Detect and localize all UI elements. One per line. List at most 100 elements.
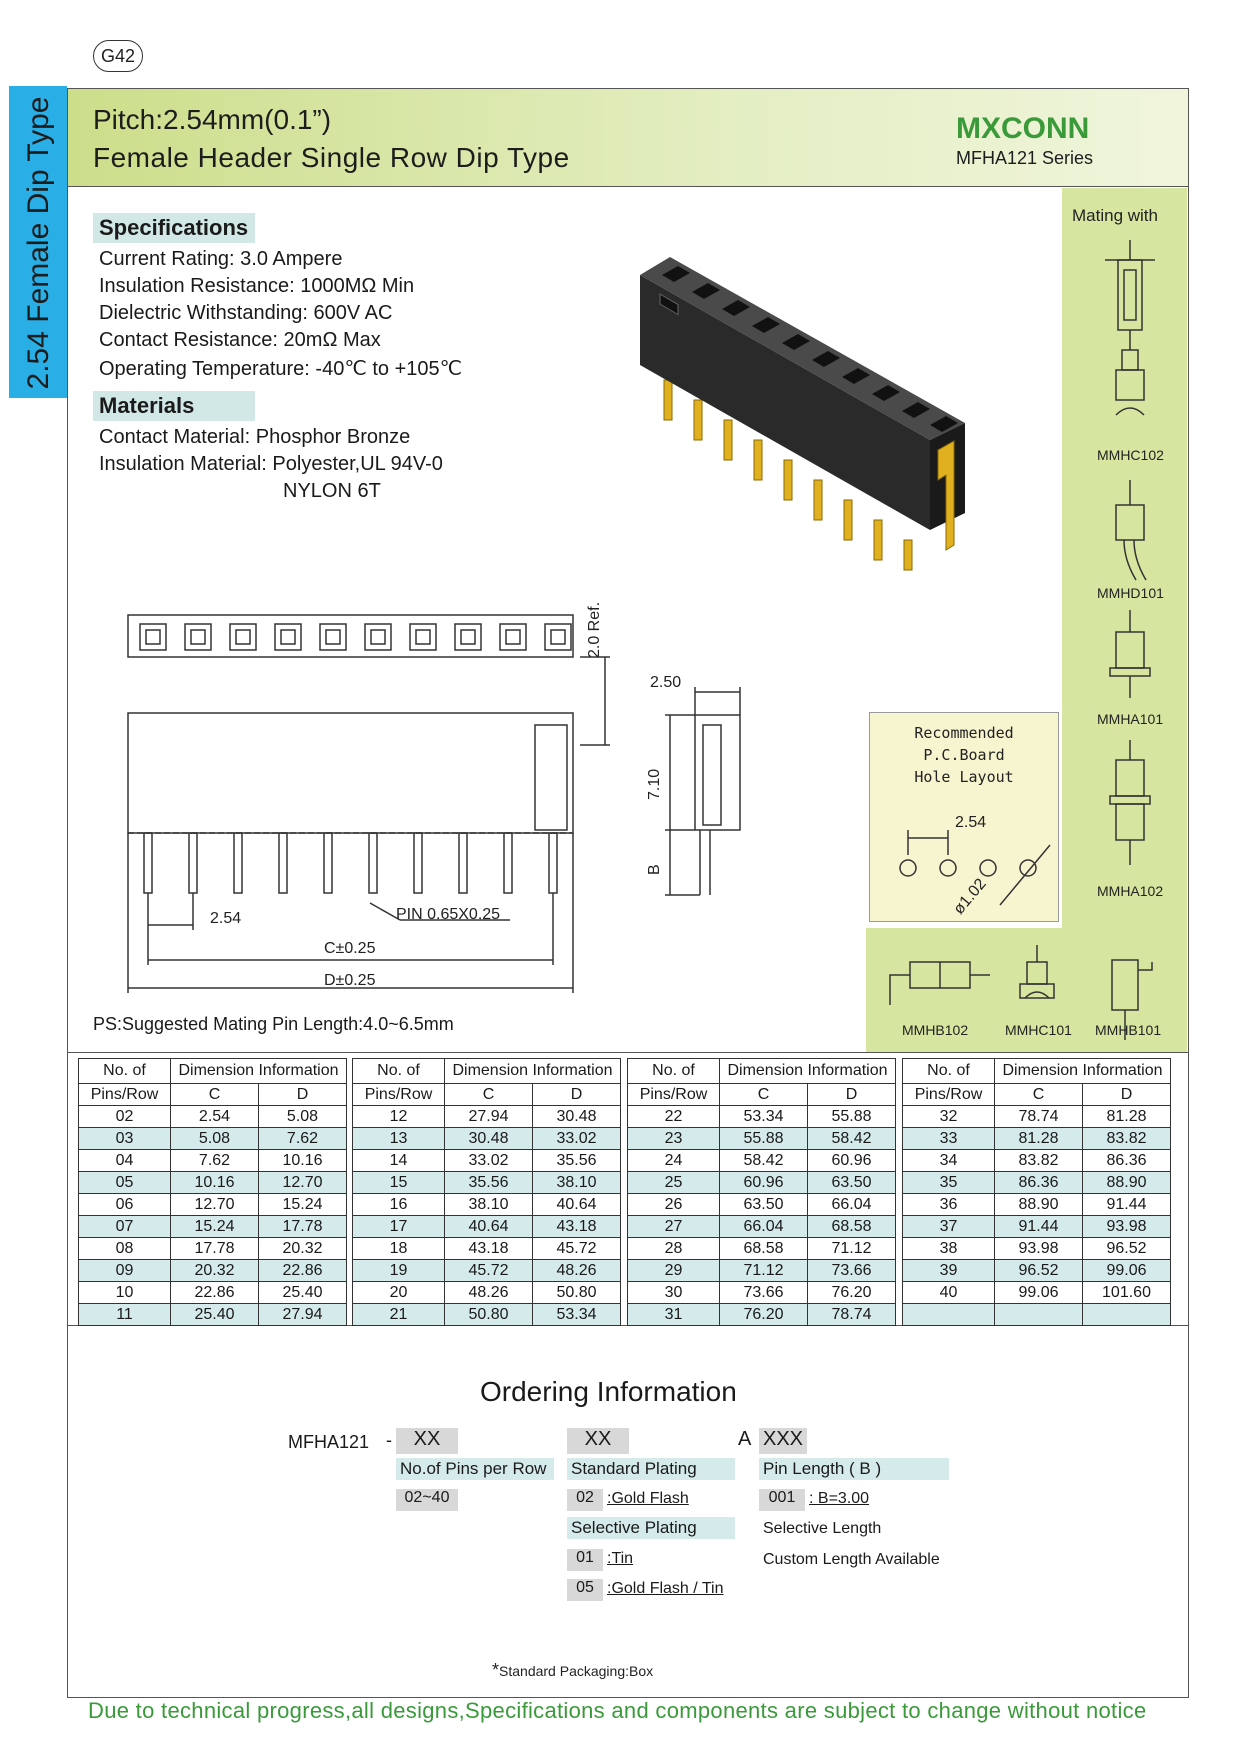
- col-header-c: C: [170, 1083, 259, 1106]
- table-cell: 08: [78, 1237, 171, 1260]
- table-cell: 17: [352, 1215, 445, 1238]
- material-line: Contact Material: Phosphor Bronze: [99, 426, 411, 448]
- code-length-box: XXX: [759, 1428, 807, 1454]
- table-cell: 101.60: [1082, 1281, 1171, 1304]
- spec-line: Current Rating: 3.0 Ampere: [99, 248, 343, 270]
- table-cell: 20.32: [258, 1237, 347, 1260]
- mating-pin-note: PS:Suggested Mating Pin Length:4.0~6.5mm: [93, 1014, 454, 1034]
- brand-logo: MXCONN: [956, 112, 1090, 145]
- title-pitch: Pitch:2.54mm(0.1”): [93, 104, 332, 135]
- pins-per-row-label: No.of Pins per Row: [396, 1458, 554, 1480]
- col-header-dim: Dimension Information: [170, 1058, 347, 1084]
- plating-code: 01: [567, 1549, 603, 1571]
- table-cell: 10: [78, 1281, 171, 1304]
- col-header-pins: Pins/Row: [78, 1083, 171, 1106]
- table-cell: 7.62: [170, 1149, 259, 1172]
- table-cell: 68.58: [807, 1215, 896, 1238]
- table-cell: 38: [902, 1237, 995, 1260]
- table-cell: 91.44: [994, 1215, 1083, 1238]
- table-cell: 5.08: [170, 1127, 259, 1150]
- table-cell: 26: [627, 1193, 720, 1216]
- table-cell: 63.50: [807, 1171, 896, 1194]
- col-header-c: C: [719, 1083, 808, 1106]
- table-cell: 33.02: [444, 1149, 533, 1172]
- specifications-heading: Specifications: [93, 213, 255, 243]
- plating-code: 05: [567, 1579, 603, 1601]
- pcb-pitch: 2.54: [955, 814, 987, 831]
- table-cell: 14: [352, 1149, 445, 1172]
- table-cell: 40.64: [532, 1193, 621, 1216]
- table-cell: 34: [902, 1149, 995, 1172]
- table-cell: 48.26: [444, 1281, 533, 1304]
- custom-length: Custom Length Available: [763, 1551, 940, 1568]
- table-cell: 81.28: [994, 1127, 1083, 1150]
- table-cell: 45.72: [532, 1237, 621, 1260]
- col-header-pins: Pins/Row: [627, 1083, 720, 1106]
- mating-label: MMHA102: [1097, 883, 1164, 899]
- packaging-note: *Standard Packaging:Box: [492, 1660, 653, 1681]
- col-header-pins: No. of: [902, 1058, 995, 1084]
- table-cell: 17.78: [258, 1215, 347, 1238]
- table-cell: 30: [627, 1281, 720, 1304]
- table-cell: 10.16: [258, 1149, 347, 1172]
- mating-drawings: [1105, 240, 1155, 1040]
- table-cell: [1082, 1303, 1171, 1326]
- table-cell: 91.44: [1082, 1193, 1171, 1216]
- side-tab: 2.54 Female Dip Type: [9, 86, 67, 398]
- table-cell: 66.04: [719, 1215, 808, 1238]
- selective-length: Selective Length: [763, 1520, 882, 1537]
- mating-label: MMHB102: [902, 1022, 969, 1038]
- table-cell: 10.16: [170, 1171, 259, 1194]
- plating-desc: :Gold Flash: [607, 1490, 689, 1507]
- mating-label: MMHC101: [1005, 1022, 1072, 1038]
- spec-line: Insulation Resistance: 1000MΩ Min: [99, 275, 415, 297]
- col-header-dim: Dimension Information: [444, 1058, 621, 1084]
- plating-code: 02: [567, 1489, 603, 1511]
- mating-panel-bottom: [866, 928, 1064, 1052]
- mating-bottom-drawings: [889, 945, 1055, 1005]
- mating-panel: [1062, 188, 1187, 1052]
- code-a: A: [738, 1428, 752, 1450]
- table-cell: 43.18: [532, 1215, 621, 1238]
- dim-d: D±0.25: [324, 972, 376, 989]
- col-header-d: D: [258, 1083, 347, 1106]
- table-cell: 32: [902, 1105, 995, 1128]
- table-cell: 19: [352, 1259, 445, 1282]
- table-cell: 03: [78, 1127, 171, 1150]
- page-frame: [67, 88, 1189, 1698]
- dimension-tables-area: [68, 1052, 1188, 1326]
- table-cell: 15.24: [170, 1215, 259, 1238]
- col-header-d: D: [1082, 1083, 1171, 1106]
- table-cell: 53.34: [532, 1303, 621, 1326]
- table-cell: 86.36: [1082, 1149, 1171, 1172]
- table-cell: 27: [627, 1215, 720, 1238]
- pcb-title: Hole Layout: [914, 768, 1014, 786]
- table-cell: 71.12: [719, 1259, 808, 1282]
- pin-length-label: Pin Length ( B ): [759, 1458, 949, 1480]
- table-cell: 83.82: [994, 1149, 1083, 1172]
- col-header-pins: Pins/Row: [352, 1083, 445, 1106]
- page-code: G42: [93, 40, 143, 72]
- table-cell: 73.66: [719, 1281, 808, 1304]
- pcb-hole-drawing: [899, 830, 1051, 906]
- table-cell: 50.80: [444, 1303, 533, 1326]
- materials-heading: Materials: [93, 391, 255, 421]
- dim-c: C±0.25: [324, 940, 376, 957]
- table-cell: 20: [352, 1281, 445, 1304]
- code-pins-box: XX: [396, 1428, 458, 1454]
